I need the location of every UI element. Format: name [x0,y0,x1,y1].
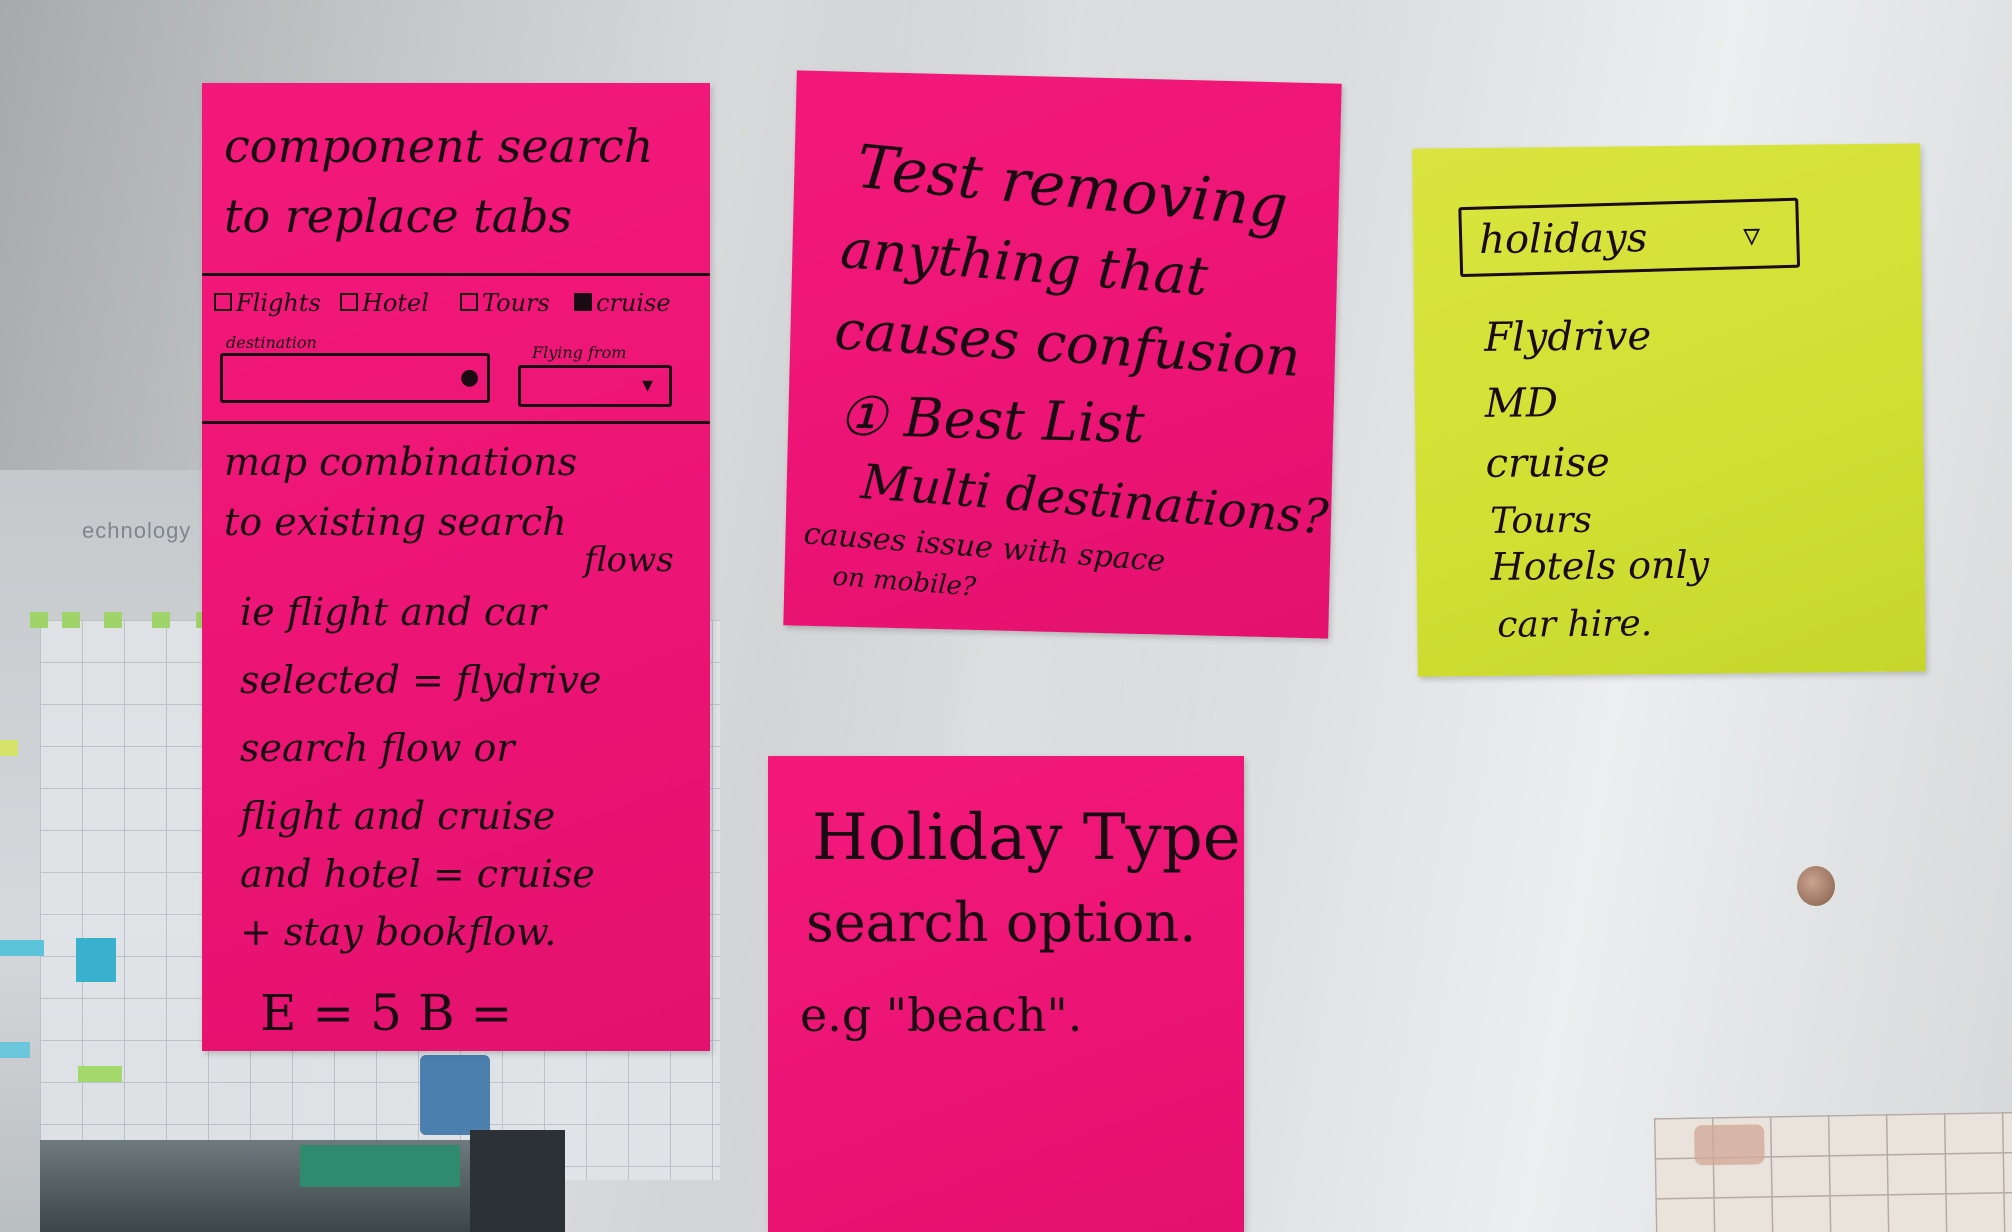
option-label: cruise [596,289,671,317]
sticky-note-component-search: component search to replace tabs Flights… [202,83,710,1051]
destination-field-sketch [220,353,490,403]
note-score: E = 5 B = [260,984,513,1042]
dropdown-dot-icon: ● [460,365,480,390]
note-line: anything that [838,217,1211,309]
holiday-item: Hotels only [1490,542,1710,589]
note-title-line: component search [224,119,654,173]
checkbox-icon [460,293,478,311]
holiday-item: MD [1484,380,1559,427]
note-body-line: selected = flydrive [240,658,602,702]
holiday-item: cruise [1485,439,1611,487]
background-cabinet [470,1130,565,1232]
option-label: Tours [482,289,550,317]
wall-pin [1797,866,1835,906]
chevron-down-icon: ▾ [642,373,654,398]
note-body-line: flows [584,540,674,580]
note-body-line: and hotel = cruise [240,852,595,896]
background-object [420,1055,490,1135]
background-wall-label: echnology [82,518,192,543]
checkbox-icon [574,293,592,311]
dropdown-label: holidays [1478,215,1648,263]
field-label: Flying from [532,343,627,362]
checkbox-icon [340,293,358,311]
note-body-line: flight and cruise [240,794,556,838]
checkbox-icon [214,293,232,311]
field-label: destination [226,333,317,352]
holiday-item: Flydrive [1483,313,1652,361]
option-label: Hotel [362,289,429,317]
note-line: search option. [806,891,1197,954]
background-tray [300,1145,460,1187]
chevron-down-icon: ▿ [1742,215,1761,256]
note-line: Holiday Type [812,801,1241,875]
option-label: Flights [236,289,321,317]
note-body-line: search flow or [240,726,515,770]
flying-from-field-sketch [518,365,672,407]
note-body-line: map combinations [224,440,578,484]
sticky-note-holidays: holidays ▿ Flydrive MD cruise Tours Hote… [1412,143,1926,677]
divider [202,273,710,276]
note-line: on mobile? [831,561,977,603]
sticky-note-holiday-type: Holiday Type search option. e.g "beach". [768,756,1244,1232]
note-body-line: ie flight and car [240,590,547,634]
note-body-line: + stay bookflow. [240,910,557,954]
note-body-line: to existing search [224,500,567,544]
holiday-item: Tours [1489,499,1593,542]
note-line: causes confusion [832,298,1303,389]
note-line: ① Best List [837,384,1146,456]
sticky-note-test-removing: Test removing anything that causes confu… [783,70,1342,639]
holiday-item: car hire. [1497,603,1653,646]
note-title-line: to replace tabs [224,189,573,243]
divider [202,421,710,424]
grid-card-corner [1653,1111,2012,1232]
note-line: e.g "beach". [800,988,1083,1042]
